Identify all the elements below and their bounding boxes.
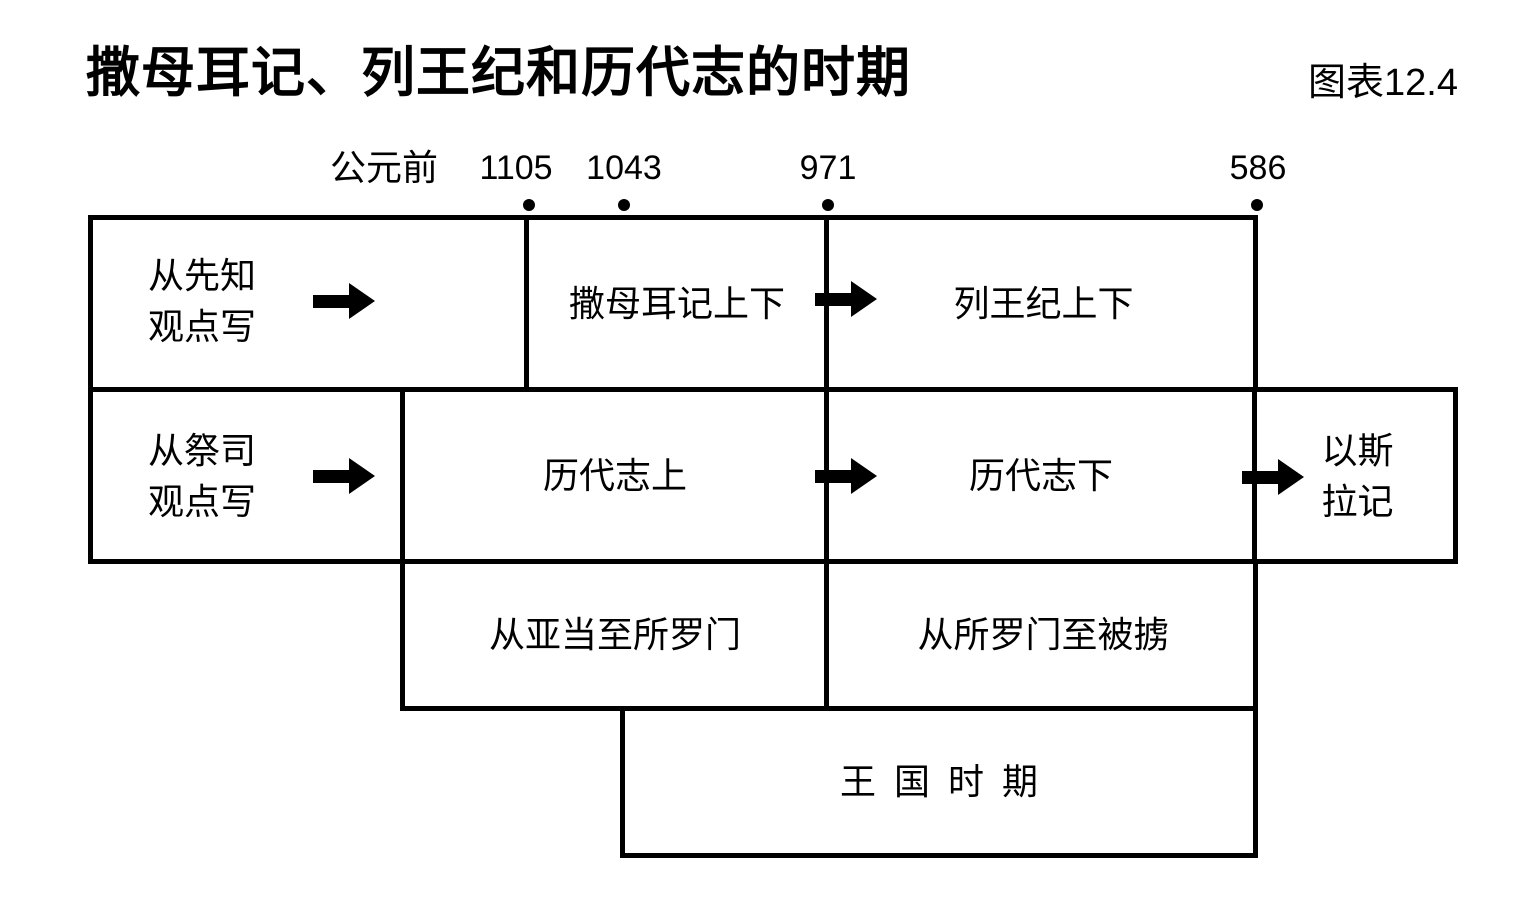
adam-to-solomon-label: 从亚当至所罗门 <box>488 614 741 656</box>
timeline-dot-971 <box>822 199 834 211</box>
ezra-line2: 拉记 <box>1321 480 1394 522</box>
arrow-head <box>349 283 375 319</box>
ezra-label: 以斯 拉记 <box>1257 387 1458 564</box>
priestly-viewpoint-line2: 观点写 <box>148 481 257 522</box>
chronicles2-label: 历代志下 <box>968 454 1113 496</box>
kingdom-period-label: 王国时期 <box>839 761 1056 803</box>
prophetic-right-arrow-icon <box>313 283 375 319</box>
arrow-shaft <box>313 294 349 308</box>
prophetic-viewpoint-label: 从先知 观点写 <box>148 250 256 352</box>
arrow-shaft <box>313 469 349 483</box>
timeline-dot-1043 <box>618 199 630 211</box>
arrow-head <box>851 458 877 494</box>
priestly-viewpoint-line1: 从祭司 <box>148 430 257 471</box>
chronicles2-to-ezra-arrow-icon <box>1242 459 1304 495</box>
priestly-right-arrow-icon <box>313 458 375 494</box>
samuel-to-kings-arrow-icon <box>815 281 877 317</box>
divider-971-row3 <box>824 559 829 711</box>
divider-1105-row1 <box>524 215 529 392</box>
arrow-head <box>1278 459 1304 495</box>
figure-number: 图表12.4 <box>1308 62 1458 104</box>
page-title: 撒母耳记、列王纪和历代志的时期 <box>86 43 911 103</box>
arrow-head <box>349 458 375 494</box>
timeline-year-586: 586 <box>1229 149 1287 187</box>
solomon-to-exile-label: 从所罗门至被掳 <box>917 614 1170 656</box>
timeline-year-1043: 1043 <box>586 149 662 187</box>
kingdom-period-cell: 王国时期 <box>620 706 1258 858</box>
kingdom-row-box <box>620 706 1258 858</box>
arrow-head <box>851 281 877 317</box>
prophetic-viewpoint-line1: 从先知 <box>148 255 257 296</box>
chronicles1-to-2-arrow-icon <box>815 458 877 494</box>
timeline-era-label: 公元前 <box>329 147 439 188</box>
prophetic-viewpoint-line2: 观点写 <box>148 306 257 347</box>
arrow-shaft <box>815 469 851 483</box>
divider-left-row2 <box>400 387 405 564</box>
arrow-shaft <box>815 292 851 306</box>
samuel-label: 撒母耳记上下 <box>568 282 785 324</box>
priestly-viewpoint-label: 从祭司 观点写 <box>148 425 256 527</box>
timeline-dot-1105 <box>523 199 535 211</box>
arrow-shaft <box>1242 470 1278 484</box>
ezra-line1: 以斯 <box>1321 429 1394 471</box>
timeline-year-971: 971 <box>799 149 857 187</box>
chronicles1-label: 历代志上 <box>542 454 687 496</box>
kings-label: 列王纪上下 <box>953 282 1134 324</box>
timeline-year-1105: 1105 <box>479 149 553 187</box>
timeline-dot-586 <box>1251 199 1263 211</box>
